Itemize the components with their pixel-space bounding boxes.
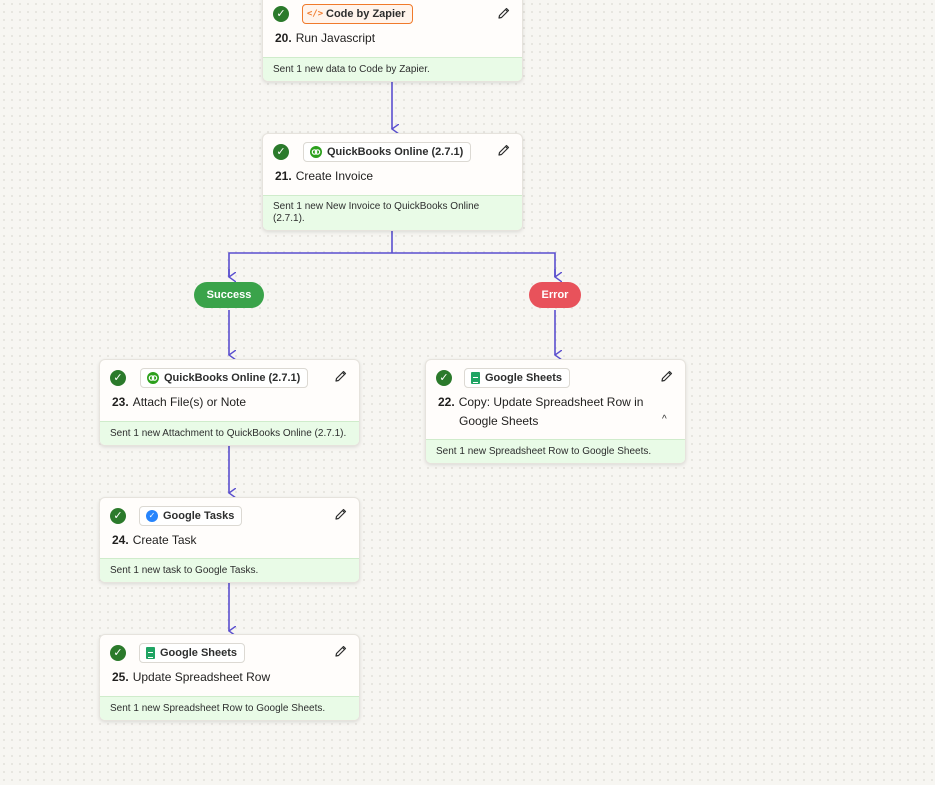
status-text: Sent 1 new Spreadsheet Row to Google She…	[110, 702, 326, 714]
app-name: Code by Zapier	[326, 8, 406, 20]
app-chip[interactable]: ✓ Google Tasks	[139, 506, 243, 526]
step-card-22[interactable]: ✓ Google Sheets 22.Copy: Update Spreadsh…	[425, 359, 686, 464]
edit-pencil-icon[interactable]	[497, 143, 511, 157]
quickbooks-icon	[310, 146, 322, 158]
app-chip[interactable]: QuickBooks Online (2.7.1)	[303, 142, 472, 162]
status-text: Sent 1 new task to Google Tasks.	[110, 564, 259, 576]
step-name: Copy: Update Spreadsheet Row in	[458, 395, 644, 409]
step-status: Sent 1 new data to Code by Zapier.	[263, 57, 522, 81]
step-title: 20.Run Javascript	[275, 29, 375, 48]
step-status: Sent 1 new New Invoice to QuickBooks Onl…	[263, 195, 522, 230]
step-status: Sent 1 new Spreadsheet Row to Google She…	[100, 696, 359, 720]
google-sheets-icon	[146, 647, 155, 659]
edit-pencil-icon[interactable]	[334, 369, 348, 383]
step-name: Update Spreadsheet Row	[132, 670, 271, 684]
app-chip[interactable]: Google Sheets	[464, 368, 571, 388]
code-icon: </>	[306, 9, 324, 19]
quickbooks-icon	[147, 372, 159, 384]
step-card-23[interactable]: ✓ QuickBooks Online (2.7.1) 23.Attach Fi…	[99, 359, 360, 446]
step-name: Create Task	[132, 533, 197, 547]
error-label: Error	[541, 289, 569, 301]
success-check-icon: ✓	[110, 645, 126, 661]
step-card-21[interactable]: ✓ QuickBooks Online (2.7.1) 21.Create In…	[262, 133, 523, 231]
step-status: Sent 1 new task to Google Tasks.	[100, 558, 359, 582]
success-check-icon: ✓	[273, 6, 289, 22]
step-status: Sent 1 new Spreadsheet Row to Google She…	[426, 439, 685, 463]
success-label: Success	[206, 289, 252, 301]
step-title: 24.Create Task	[112, 531, 197, 550]
app-name: Google Tasks	[163, 510, 235, 522]
step-title: 22.Copy: Update Spreadsheet Row in	[438, 393, 643, 412]
step-number: 25.	[112, 670, 129, 684]
status-text: Sent 1 new data to Code by Zapier.	[273, 63, 430, 75]
success-branch-pill[interactable]: Success	[194, 282, 264, 308]
step-card-25[interactable]: ✓ Google Sheets 25.Update Spreadsheet Ro…	[99, 634, 360, 721]
edit-pencil-icon[interactable]	[660, 369, 674, 383]
step-title: 21.Create Invoice	[275, 167, 373, 186]
step-number: 22.	[438, 395, 455, 409]
step-number: 21.	[275, 169, 292, 183]
app-chip[interactable]: Google Sheets	[139, 643, 246, 663]
edit-pencil-icon[interactable]	[334, 644, 348, 658]
app-name: QuickBooks Online (2.7.1)	[164, 372, 301, 384]
error-branch-pill[interactable]: Error	[529, 282, 581, 308]
step-name: Attach File(s) or Note	[132, 395, 247, 409]
step-title: 25.Update Spreadsheet Row	[112, 668, 270, 687]
success-check-icon: ✓	[110, 370, 126, 386]
connector-21-split	[228, 229, 556, 277]
step-card-24[interactable]: ✓ ✓ Google Tasks 24.Create Task Sent 1 n…	[99, 497, 360, 583]
step-card-20[interactable]: ✓ </> Code by Zapier 20.Run Javascript S…	[262, 0, 523, 82]
edit-pencil-icon[interactable]	[334, 507, 348, 521]
app-chip[interactable]: </> Code by Zapier	[302, 4, 414, 24]
step-number: 23.	[112, 395, 129, 409]
status-text: Sent 1 new Attachment to QuickBooks Onli…	[110, 427, 347, 439]
collapse-chevron-up-icon[interactable]: ^	[662, 414, 667, 425]
step-title-continued: Google Sheets	[459, 412, 538, 431]
success-check-icon: ✓	[110, 508, 126, 524]
app-name: QuickBooks Online (2.7.1)	[327, 146, 464, 158]
success-check-icon: ✓	[436, 370, 452, 386]
app-name: Google Sheets	[485, 372, 563, 384]
app-chip[interactable]: QuickBooks Online (2.7.1)	[140, 368, 309, 388]
step-name: Run Javascript	[295, 31, 376, 45]
step-number: 20.	[275, 31, 292, 45]
app-name: Google Sheets	[160, 647, 238, 659]
status-text: Sent 1 new New Invoice to QuickBooks Onl…	[273, 201, 480, 224]
step-number: 24.	[112, 533, 129, 547]
success-check-icon: ✓	[273, 144, 289, 160]
step-title: 23.Attach File(s) or Note	[112, 393, 246, 412]
google-tasks-icon: ✓	[146, 510, 158, 522]
step-name: Create Invoice	[295, 169, 374, 183]
google-sheets-icon	[471, 372, 480, 384]
step-name-line2: Google Sheets	[459, 414, 539, 428]
edit-pencil-icon[interactable]	[497, 6, 511, 20]
status-text: Sent 1 new Spreadsheet Row to Google She…	[436, 445, 652, 457]
step-status: Sent 1 new Attachment to QuickBooks Onli…	[100, 421, 359, 445]
